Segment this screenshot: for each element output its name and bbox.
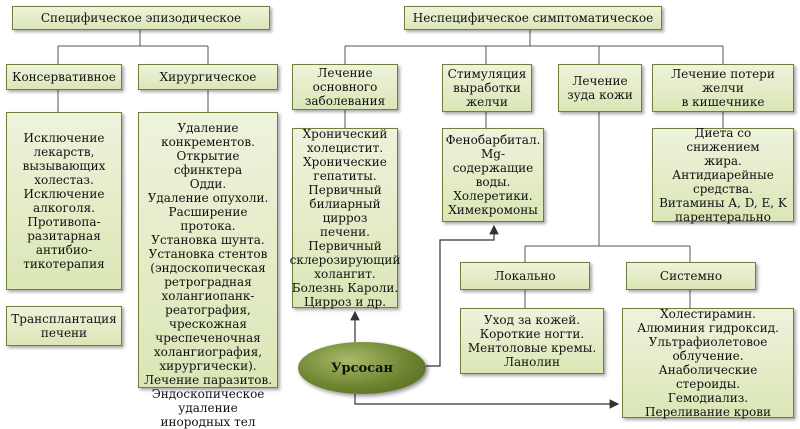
surgical-list: Удаление конкрементов. Открытие сфинктер… [143, 121, 273, 429]
itch-box: Лечение зуда кожи [558, 64, 642, 112]
systemic-list: Холестирамин. Алюминия гидроксид. Ультра… [637, 307, 779, 419]
surgical-box: Хирургическое [138, 64, 278, 90]
local-label: Локально [494, 269, 556, 283]
transplant-label: Трансплантация печени [11, 312, 117, 340]
conservative-label: Консервативное [12, 70, 116, 84]
systemic-box: Системно [626, 262, 756, 290]
specific-episodic-header: Специфическое эпизодическое [12, 6, 270, 30]
conservative-list: Исключение лекарств, вызывающих холестаз… [22, 131, 106, 271]
nonspecific-symptomatic-label: Неспецифическое симптоматическое [412, 11, 654, 25]
main-disease-list-box: Хронический холецистит. Хронические гепа… [289, 127, 401, 309]
bile-loss-box: Лечение потери желчи в кишечнике [652, 64, 794, 112]
bile-stim-list-box: Фенобарбитал. Mg-содержащие воды. Холере… [442, 128, 544, 222]
bile-stim-box: Стимуляция выработки желчи [442, 64, 532, 112]
conservative-list-box: Исключение лекарств, вызывающих холестаз… [6, 112, 122, 290]
local-box: Локально [460, 262, 590, 290]
bile-stim-list: Фенобарбитал. Mg-содержащие воды. Холере… [445, 133, 541, 217]
bile-loss-list-box: Диета со снижением жира. Антидиарейные с… [652, 126, 794, 224]
conservative-box: Консервативное [6, 64, 122, 90]
main-disease-box: Лечение основного заболевания [292, 64, 398, 110]
itch-label: Лечение зуда кожи [567, 74, 633, 102]
main-disease-label: Лечение основного заболевания [304, 66, 386, 108]
systemic-list-box: Холестирамин. Алюминия гидроксид. Ультра… [622, 307, 794, 419]
transplant-box: Трансплантация печени [6, 306, 122, 346]
specific-episodic-label: Специфическое эпизодическое [40, 11, 242, 25]
local-list: Уход за кожей. Короткие ногти. Ментоловы… [467, 313, 597, 369]
bile-loss-label: Лечение потери желчи в кишечнике [671, 67, 775, 109]
local-list-box: Уход за кожей. Короткие ногти. Ментоловы… [460, 308, 604, 374]
nonspecific-symptomatic-header: Неспецифическое симптоматическое [404, 6, 662, 30]
surgical-label: Хирургическое [159, 70, 257, 84]
ursosan-oval: Урсосан [298, 342, 426, 394]
bile-stim-label: Стимуляция выработки желчи [447, 67, 527, 109]
systemic-label: Системно [659, 269, 723, 283]
ursosan-label: Урсосан [330, 360, 394, 376]
surgical-list-box: Удаление конкрементов. Открытие сфинктер… [138, 112, 278, 429]
main-disease-list: Хронический холецистит. Хронические гепа… [289, 127, 401, 309]
bile-loss-list: Диета со снижением жира. Антидиарейные с… [659, 126, 787, 224]
